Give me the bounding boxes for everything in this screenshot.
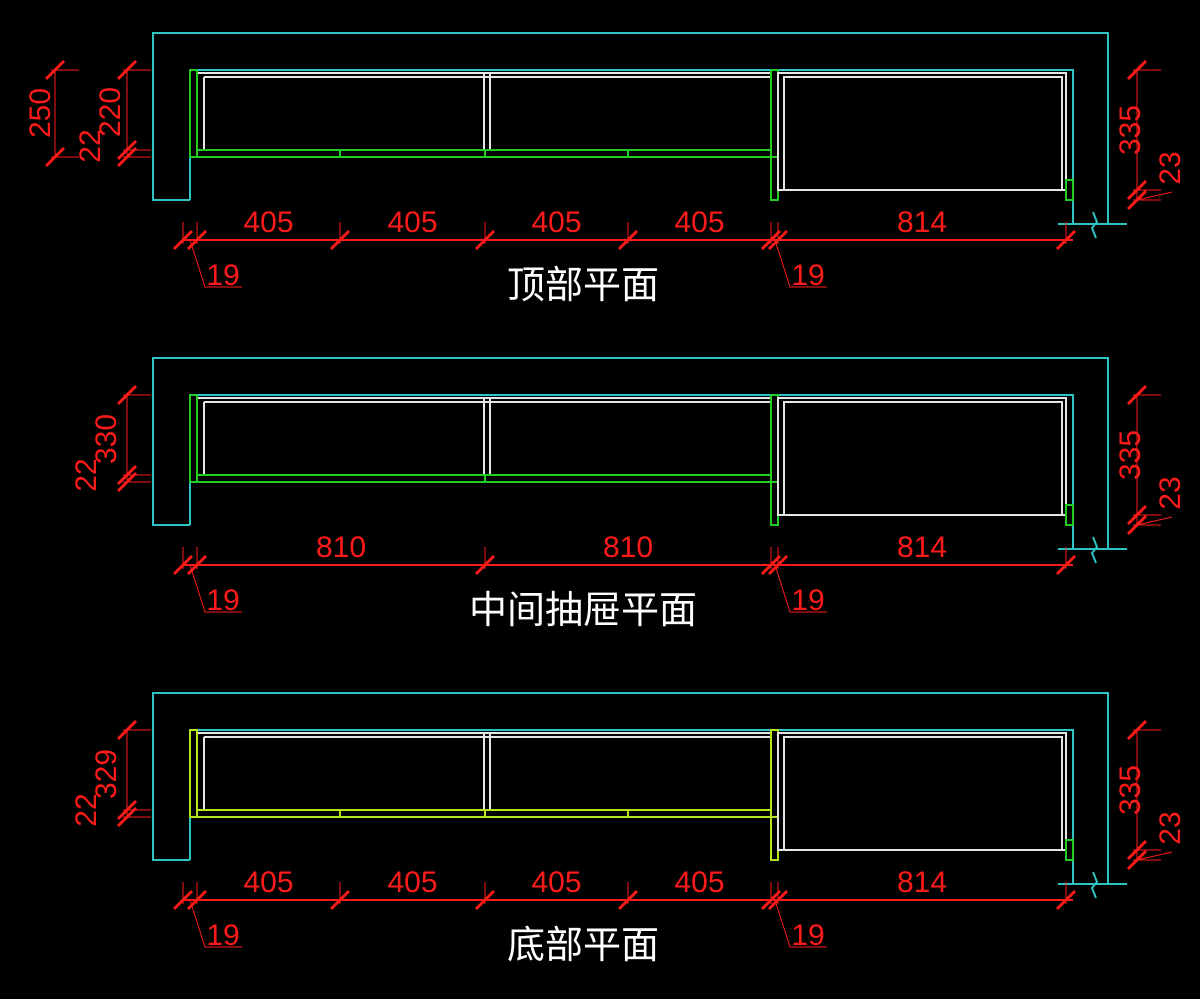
height-dimension-label: 335: [1114, 430, 1147, 480]
width-dimension-label: 405: [674, 206, 724, 239]
leader-line: [774, 899, 827, 948]
width-dimension-label: 405: [531, 206, 581, 239]
wall-outline: [152, 357, 1109, 549]
height-dimension-label: 220: [94, 87, 127, 137]
right-side-panel: [1065, 504, 1074, 526]
leader-line: [774, 239, 827, 288]
break-line-symbol: [1090, 536, 1099, 564]
right-side-panel: [1065, 179, 1074, 201]
thickness-dimension-label: 22: [70, 793, 103, 826]
width-dimension-label: 810: [316, 531, 366, 564]
drawer-width-label: 814: [897, 866, 947, 899]
side-thickness-label: 19: [206, 584, 239, 617]
middle-side-panel: [770, 394, 779, 526]
drawer-box-inner: [783, 76, 1063, 191]
left-side-panel: [189, 729, 198, 818]
drawer-box: [777, 72, 1067, 191]
width-dimension-label: 405: [243, 206, 293, 239]
width-dimension-label: 405: [531, 866, 581, 899]
bottom-thickness-label: 23: [1154, 811, 1187, 844]
right-side-panel: [1065, 839, 1074, 861]
left-side-panel: [189, 69, 198, 158]
leader-line: [1136, 516, 1173, 526]
bottom-thickness-label: 23: [1154, 476, 1187, 509]
wall-outline: [152, 32, 1109, 224]
cabinet-outline: [189, 729, 1074, 884]
width-dimension-label: 405: [243, 866, 293, 899]
width-dimension-label: 405: [387, 206, 437, 239]
width-dimension-label: 405: [387, 866, 437, 899]
break-line-symbol: [1090, 871, 1099, 899]
leader-line: [189, 239, 242, 288]
width-dimension-label: 405: [674, 866, 724, 899]
height-dimension-label: 335: [1114, 105, 1147, 155]
side-thickness-label: 19: [791, 259, 824, 292]
thickness-dimension-label: 22: [70, 458, 103, 491]
section-title: 中间抽屉平面: [469, 588, 697, 632]
section-title: 顶部平面: [507, 263, 659, 307]
wall-outline: [152, 692, 1109, 884]
height-dimension-label: 250: [24, 88, 57, 138]
leader-line: [1136, 851, 1173, 861]
cabinet-outline: [189, 69, 1074, 224]
side-thickness-label: 19: [206, 919, 239, 952]
width-dimension-label: 810: [603, 531, 653, 564]
drawer-width-label: 814: [897, 206, 947, 239]
leader-line: [189, 564, 242, 613]
side-thickness-label: 19: [791, 584, 824, 617]
drawer-box: [777, 397, 1067, 516]
height-dimension-label: 330: [90, 414, 123, 464]
leader-line: [1136, 191, 1173, 201]
drawer-box-inner: [783, 401, 1063, 516]
break-line-symbol: [1090, 211, 1099, 239]
drawer-box-inner: [783, 736, 1063, 851]
thickness-dimension-label: 22: [74, 129, 107, 162]
side-thickness-label: 19: [791, 919, 824, 952]
left-side-panel: [189, 394, 198, 483]
drawer-width-label: 814: [897, 531, 947, 564]
cabinet-outline: [189, 394, 1074, 549]
drawer-box: [777, 732, 1067, 851]
height-dimension-label: 329: [90, 749, 123, 799]
leader-line: [189, 899, 242, 948]
bottom-thickness-label: 23: [1154, 151, 1187, 184]
side-thickness-label: 19: [206, 259, 239, 292]
height-dimension-label: 335: [1114, 765, 1147, 815]
middle-side-panel: [770, 69, 779, 201]
leader-line: [774, 564, 827, 613]
middle-side-panel: [770, 729, 779, 861]
section-title: 底部平面: [507, 923, 659, 967]
